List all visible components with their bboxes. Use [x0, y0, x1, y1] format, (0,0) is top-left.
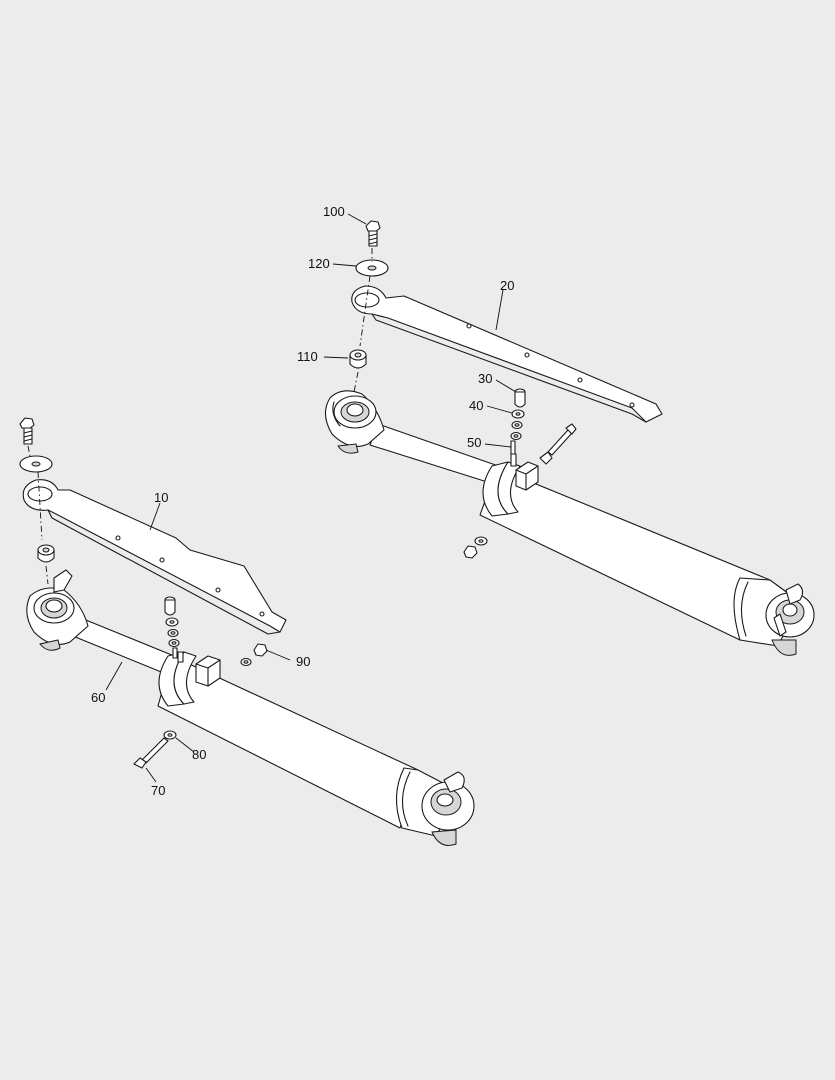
callout-70: 70 — [151, 783, 165, 798]
callout-120: 120 — [308, 256, 330, 271]
callout-110: 110 — [297, 349, 318, 364]
bolt-100 — [365, 220, 381, 247]
callout-60: 60 — [91, 690, 105, 705]
pin-50 — [510, 440, 516, 455]
callout-20: 20 — [500, 278, 514, 293]
bolt-top-left — [19, 417, 35, 445]
bolt-70 — [133, 737, 169, 769]
right-assembly — [324, 220, 815, 656]
callout-10: 10 — [154, 490, 168, 505]
bracket-10 — [22, 479, 287, 635]
callout-80: 80 — [192, 747, 206, 762]
bolt-upper-right — [539, 423, 577, 465]
spacer-left — [37, 544, 55, 563]
callout-30: 30 — [478, 371, 492, 386]
washer-stack-40 — [510, 409, 525, 441]
bracket-20 — [351, 285, 663, 423]
fitting-stack-left — [164, 596, 180, 659]
callout-40: 40 — [469, 398, 483, 413]
callout-90: 90 — [296, 654, 310, 669]
washer-120 — [355, 259, 389, 277]
nut-90 — [240, 643, 268, 667]
washer-80 — [163, 730, 177, 740]
washer-top-left — [19, 455, 53, 473]
callout-100: 100 — [323, 204, 345, 219]
cylinder-right — [324, 390, 815, 656]
left-assembly — [19, 417, 475, 846]
fitting-30 — [514, 388, 526, 408]
nut-lower-right — [463, 536, 488, 559]
callout-50: 50 — [467, 435, 481, 450]
callout-labels: 100 120 20 110 30 40 50 10 90 60 80 70 — [91, 204, 514, 798]
leader-lines — [105, 213, 517, 783]
cylinder-left — [26, 569, 475, 846]
spacer-110 — [349, 349, 367, 369]
